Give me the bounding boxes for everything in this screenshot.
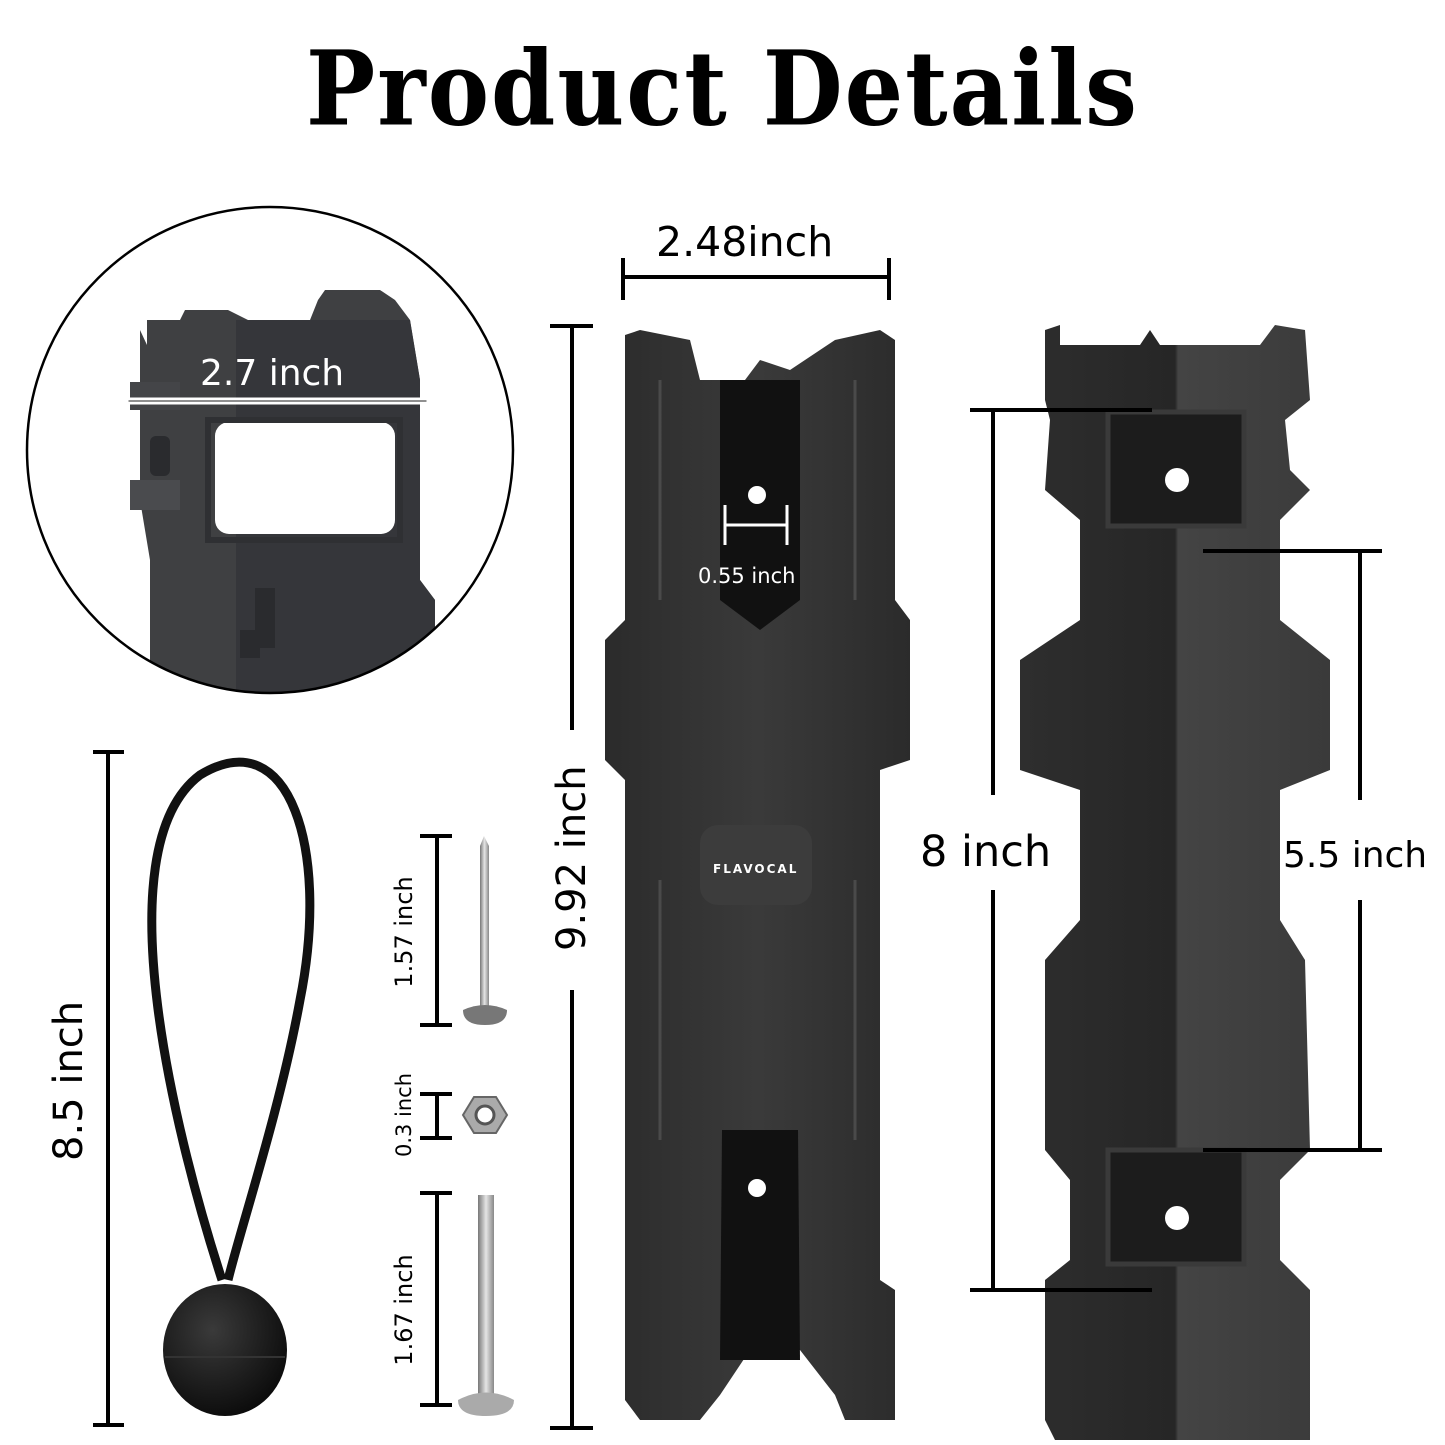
outer-spacing-label: 8 inch (920, 827, 1052, 877)
page-title: Product Details (306, 28, 1139, 149)
front-view-holder (605, 330, 910, 1420)
bungee-ball (147, 757, 315, 1416)
inner-spacing-label: 5.5 inch (1283, 835, 1428, 876)
bungee-length-label: 8.5 inch (46, 1000, 92, 1161)
brand-label: FLAVOCAL (713, 862, 799, 876)
detail-inset (25, 205, 515, 695)
slot-width-label: 0.55 inch (698, 564, 796, 588)
machine-screw-label: 1.67 inch (390, 1254, 418, 1366)
nut-label: 0.3 inch (392, 1072, 416, 1158)
front-width-label: 2.48inch (656, 218, 834, 266)
front-height-label: 9.92 inch (549, 765, 595, 951)
dimension-lines (93, 258, 1382, 1430)
back-view-holder (1020, 325, 1330, 1440)
hardware (458, 836, 514, 1416)
tapping-screw-label: 1.57 inch (390, 876, 418, 988)
inset-width-label: 2.7 inch (200, 353, 345, 394)
